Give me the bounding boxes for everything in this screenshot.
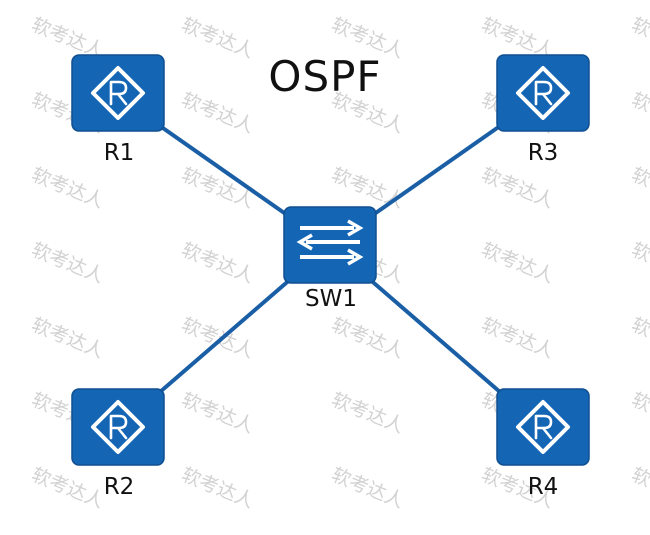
- router-icon: [91, 66, 145, 120]
- device-label-r1: R1: [103, 140, 135, 166]
- device-r3: [496, 54, 590, 132]
- switch-icon: [296, 219, 364, 266]
- device-r4: [496, 388, 590, 466]
- device-label-r4: R4: [527, 474, 559, 500]
- device-sw1: [283, 206, 377, 284]
- diagram-title: OSPF: [268, 52, 382, 101]
- device-label-sw1: SW1: [305, 286, 357, 312]
- router-icon: [516, 66, 570, 120]
- switch-body: [283, 206, 377, 284]
- router-icon: [516, 400, 570, 454]
- device-label-r2: R2: [103, 474, 135, 500]
- device-label-r3: R3: [527, 140, 559, 166]
- router-icon: [91, 400, 145, 454]
- device-r1: [71, 54, 165, 132]
- nodes-layer: [71, 54, 590, 466]
- device-r2: [71, 388, 165, 466]
